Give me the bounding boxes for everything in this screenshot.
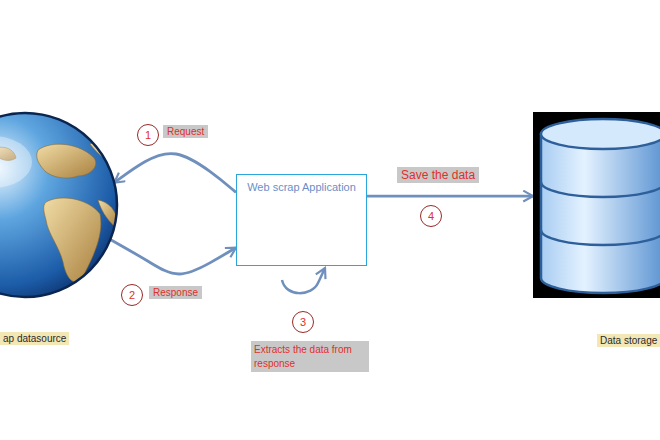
callout-number: 2 xyxy=(121,284,143,306)
callout-number: 1 xyxy=(137,124,159,146)
callout-number: 3 xyxy=(292,311,314,333)
node-title: Web scrap Application xyxy=(237,175,366,193)
datasource-globe: ap datasource xyxy=(0,110,120,300)
globe-illustration xyxy=(0,110,120,300)
connector-arrow xyxy=(114,153,236,192)
edge-label: Request xyxy=(163,125,208,138)
self-loop-arrow xyxy=(282,268,325,293)
node-caption: ap datasource xyxy=(0,332,69,345)
edge-label: Save the data xyxy=(397,167,479,183)
callout-number: 4 xyxy=(420,205,442,227)
step-note: Extracts the data from response xyxy=(251,341,369,372)
connector-arrow xyxy=(110,239,236,274)
edge-label: Response xyxy=(149,286,202,299)
database-cylinder xyxy=(533,112,660,298)
connector-arrow xyxy=(367,195,533,198)
node-caption: Data storage xyxy=(597,334,660,347)
data-storage-cylinder: Data storage xyxy=(533,112,660,298)
application-box: Web scrap Application xyxy=(236,174,367,266)
